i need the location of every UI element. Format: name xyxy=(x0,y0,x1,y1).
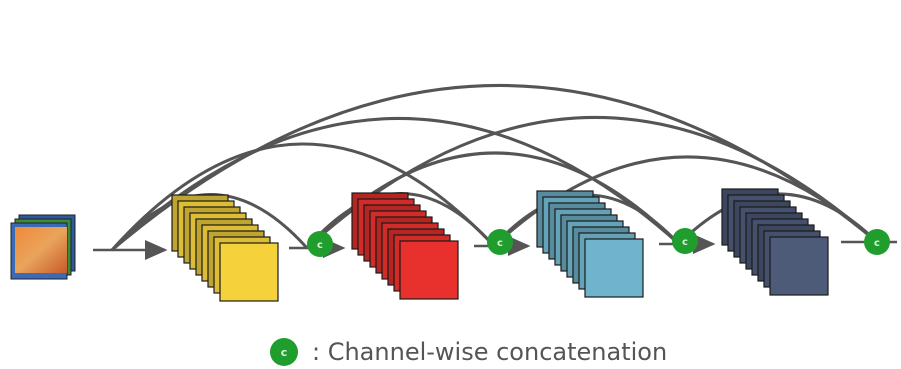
concat-node-label: c xyxy=(317,240,323,251)
input-image xyxy=(10,214,76,280)
feature-map-front xyxy=(769,236,829,296)
feature-map-front xyxy=(399,240,459,300)
feature-map-front xyxy=(219,242,279,302)
concat-node-1: c xyxy=(307,231,333,257)
concat-legend-icon: c xyxy=(270,338,298,366)
feature-map-front xyxy=(584,238,644,298)
concat-node-3: c xyxy=(672,228,698,254)
concat-node-icon xyxy=(487,229,513,255)
feature-block-block-2 xyxy=(351,192,459,300)
concat-node-4: c xyxy=(864,229,890,255)
concat-node-icon xyxy=(307,231,333,257)
legend-label: : Channel-wise concatenation xyxy=(312,338,668,366)
feature-block-block-4 xyxy=(721,188,829,296)
concat-node-icon xyxy=(672,228,698,254)
concat-node-2: c xyxy=(487,229,513,255)
skip-arc xyxy=(110,142,496,252)
concat-node-label: c xyxy=(874,238,880,249)
feature-block-block-3 xyxy=(536,190,644,298)
image-thumbnail-icon xyxy=(15,227,67,273)
concat-node-label: c xyxy=(497,238,503,249)
legend: c : Channel-wise concatenation xyxy=(270,338,667,366)
concat-node-label: c xyxy=(682,237,688,248)
concat-node-icon xyxy=(864,229,890,255)
skip-arc xyxy=(305,116,878,250)
feature-block-block-1 xyxy=(171,194,279,302)
feature-blocks xyxy=(171,188,829,302)
